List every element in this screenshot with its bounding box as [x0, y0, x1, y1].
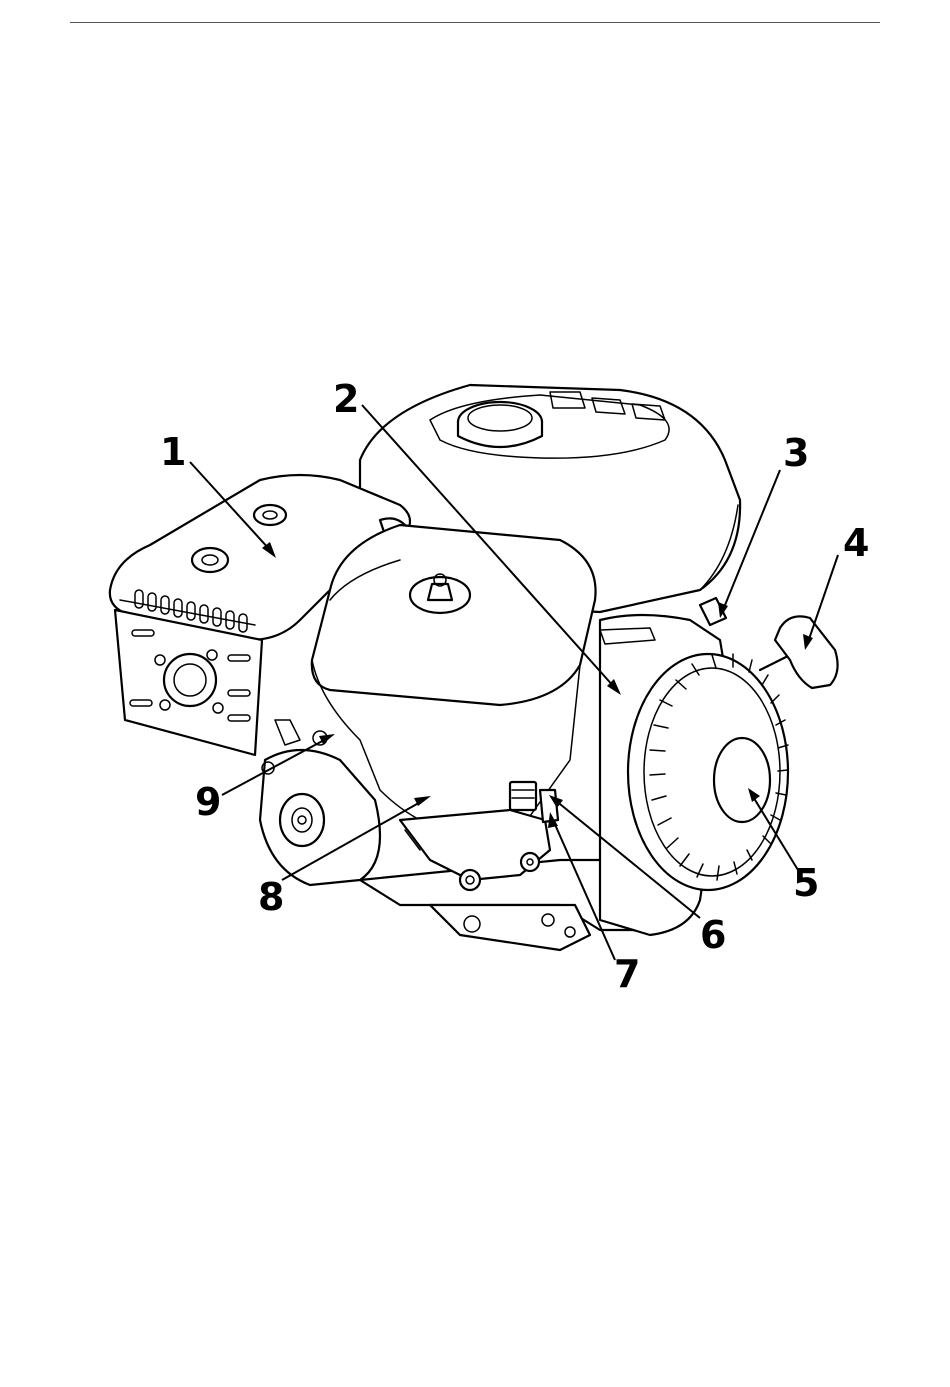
callout-2: 2	[333, 377, 359, 421]
callout-7: 7	[614, 952, 640, 996]
fuel-cap	[458, 402, 542, 447]
callout-8: 8	[258, 875, 284, 919]
callout-1: 1	[160, 430, 186, 474]
callout-5: 5	[793, 861, 819, 905]
callout-9: 9	[195, 780, 221, 824]
callout-6: 6	[700, 913, 726, 957]
callout-3: 3	[783, 431, 809, 475]
callout-4: 4	[843, 521, 869, 565]
